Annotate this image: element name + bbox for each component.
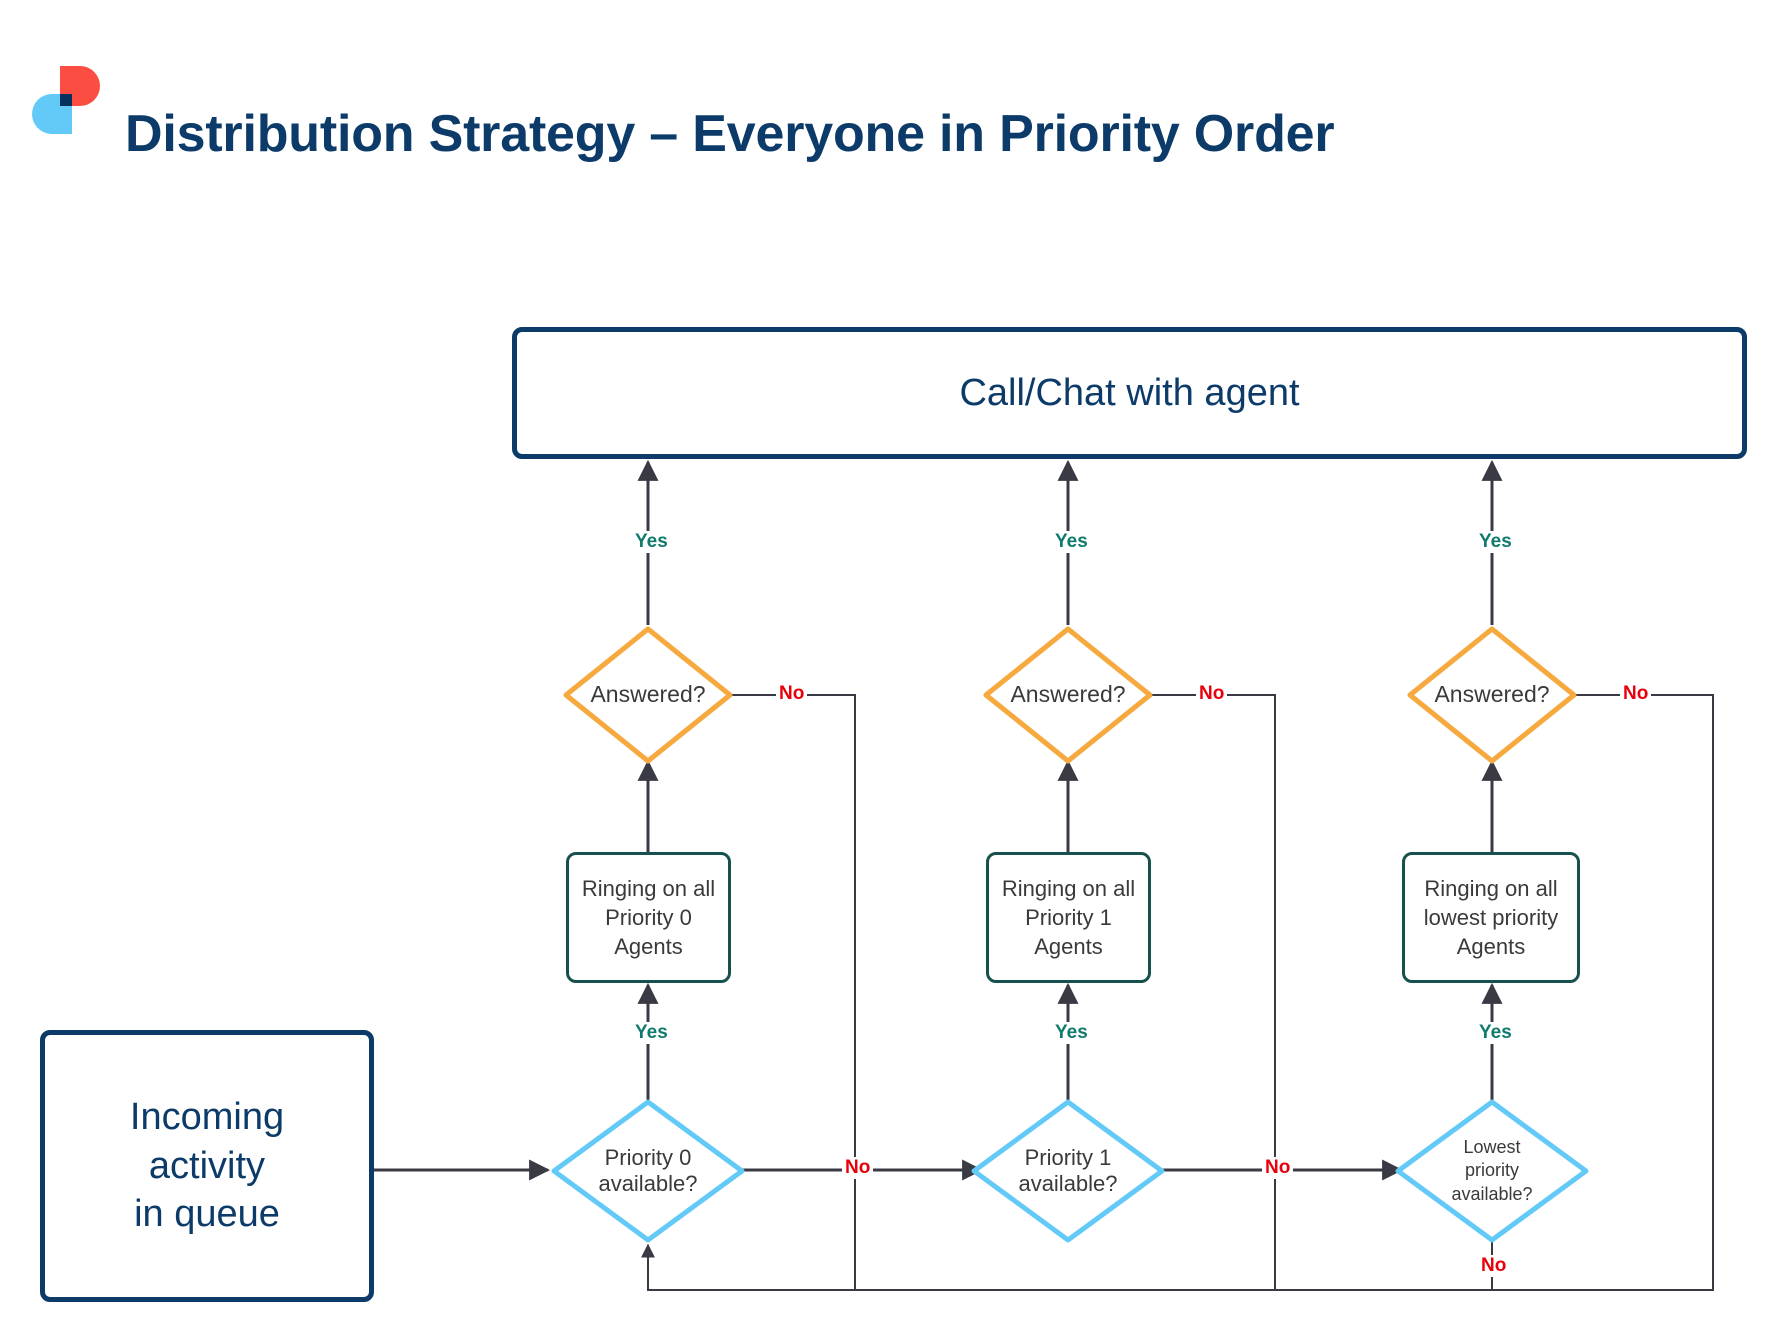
available-diamond-shape-0 xyxy=(551,1099,745,1243)
ringing-line-2-priority-1: Priority 1 xyxy=(1025,904,1112,930)
edge-label-available-yes-2: Yes xyxy=(1476,1022,1515,1044)
edge-label-available-no-1: No xyxy=(1262,1157,1294,1179)
ringing-line-3-lowest-priority: Agents xyxy=(1456,934,1526,960)
answered-diamond-shape-1 xyxy=(983,626,1153,764)
edge-label-answered-no-0: No xyxy=(776,683,808,705)
answered-diamond-priority-1: Answered? xyxy=(982,625,1154,765)
ringing-line-1-priority-1: Ringing on all xyxy=(1001,875,1136,901)
incoming-activity-line-3: in queue xyxy=(134,1193,280,1236)
edge-label-answered-no-2: No xyxy=(1620,683,1652,705)
ringing-line-2-priority-0: Priority 0 xyxy=(605,904,692,930)
available-line-2-priority-0: available? xyxy=(598,1171,698,1196)
call-chat-with-agent-label: Call/Chat with agent xyxy=(959,371,1300,414)
logo-navy-square xyxy=(60,94,72,106)
edge-label-available-no-2: No xyxy=(1478,1255,1510,1277)
ringing-line-3-priority-0: Agents xyxy=(614,934,683,960)
edge-label-answered-yes-2: Yes xyxy=(1476,531,1515,553)
available-line-2-priority-1: available? xyxy=(1018,1171,1118,1196)
available-diamond-priority-0: Priority 0 available? xyxy=(550,1098,746,1244)
ringing-line-1-priority-0: Ringing on all xyxy=(581,875,716,901)
edge-label-available-no-0: No xyxy=(842,1157,874,1179)
ringing-line-2-lowest-priority: lowest priority xyxy=(1423,904,1559,930)
ringing-box-priority-0: Ringing on all Priority 0 Agents xyxy=(566,852,731,983)
edge-label-answered-yes-0: Yes xyxy=(632,531,671,553)
edge-label-available-yes-1: Yes xyxy=(1052,1022,1091,1044)
incoming-activity-box: Incoming activity in queue xyxy=(40,1030,374,1302)
available-line-1-priority-0: Priority 0 xyxy=(604,1144,692,1170)
ringing-line-1-lowest-priority: Ringing on all xyxy=(1424,875,1558,901)
ringing-box-priority-1: Ringing on all Priority 1 Agents xyxy=(986,852,1151,983)
ringing-box-lowest-priority: Ringing on all lowest priority Agents xyxy=(1402,852,1580,983)
available-diamond-lowest-priority: Lowest priority available? xyxy=(1394,1098,1590,1244)
answered-label-2: Answered? xyxy=(1434,681,1550,708)
incoming-activity-line-2: activity xyxy=(148,1144,266,1187)
available-diamond-shape-2 xyxy=(1395,1099,1589,1243)
edge-label-answered-no-1: No xyxy=(1196,683,1228,705)
brand-logo xyxy=(32,66,100,134)
edge-label-answered-yes-1: Yes xyxy=(1052,531,1091,553)
incoming-activity-line-1: Incoming xyxy=(129,1096,285,1139)
available-line-1-lowest-priority: Lowest xyxy=(1463,1136,1521,1157)
answered-diamond-lowest-priority: Answered? xyxy=(1406,625,1578,765)
available-diamond-shape-1 xyxy=(971,1099,1165,1243)
answered-label-0: Answered? xyxy=(590,681,706,708)
call-chat-with-agent-box: Call/Chat with agent xyxy=(512,327,1747,459)
available-diamond-priority-1: Priority 1 available? xyxy=(970,1098,1166,1244)
answered-diamond-shape-0 xyxy=(563,626,733,764)
available-line-2-lowest-priority: priority xyxy=(1464,1160,1519,1181)
available-line-3-lowest-priority: available? xyxy=(1451,1183,1533,1204)
answered-diamond-shape-2 xyxy=(1407,626,1577,764)
edge-label-available-yes-0: Yes xyxy=(632,1022,671,1044)
ringing-line-3-priority-1: Agents xyxy=(1034,934,1103,960)
page-title: Distribution Strategy – Everyone in Prio… xyxy=(125,105,1335,163)
answered-label-1: Answered? xyxy=(1010,681,1126,708)
answered-diamond-priority-0: Answered? xyxy=(562,625,734,765)
available-line-1-priority-1: Priority 1 xyxy=(1024,1144,1112,1170)
